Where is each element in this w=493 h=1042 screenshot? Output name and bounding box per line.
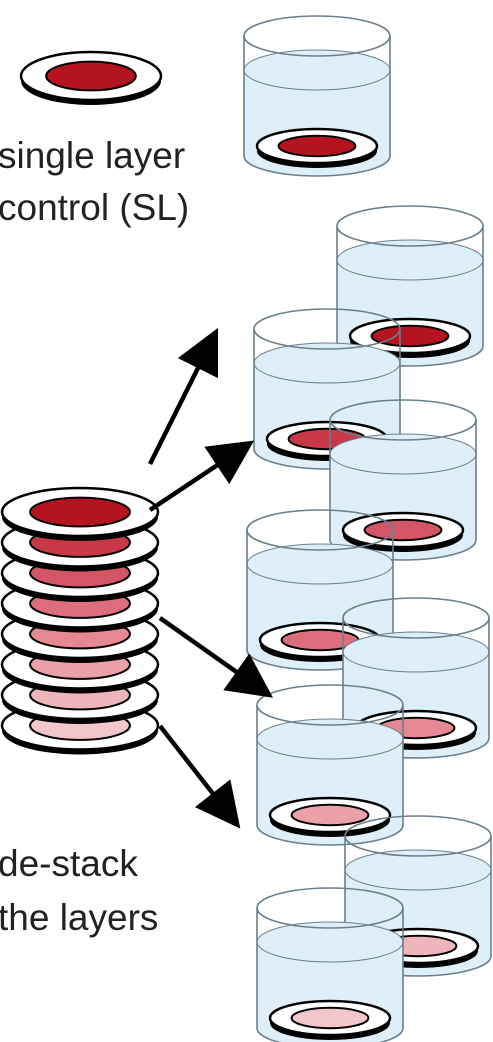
well-cup-icon [256,887,404,1042]
cups-column [243,15,492,1042]
control-cup-icon [243,15,391,177]
well-cup-icon [336,205,484,367]
arrow-icon [158,616,274,698]
well-cup-icon [256,684,404,846]
stack-layer-icon [0,486,160,541]
single-layer-label-line1: single layer [0,135,186,176]
arrow-icon [148,440,255,512]
single-layer-label: single layer control (SL) [0,137,189,241]
culture-disc-icon [268,999,392,1040]
culture-disc-icon [255,127,379,168]
culture-disc-icon [19,50,163,105]
single-layer-label-line2: control (SL) [0,187,190,228]
destack-label: de-stack the layers [0,845,158,953]
single-layer-control-icon [19,50,163,105]
destack-label-line2: the layers [0,897,159,938]
stacked-layers-icon [0,486,160,755]
culture-disc-icon [268,796,392,837]
arrow-icon [147,327,219,466]
arrow-group [147,327,274,829]
destack-label-line1: de-stack [0,843,138,884]
arrow-icon [158,724,241,829]
